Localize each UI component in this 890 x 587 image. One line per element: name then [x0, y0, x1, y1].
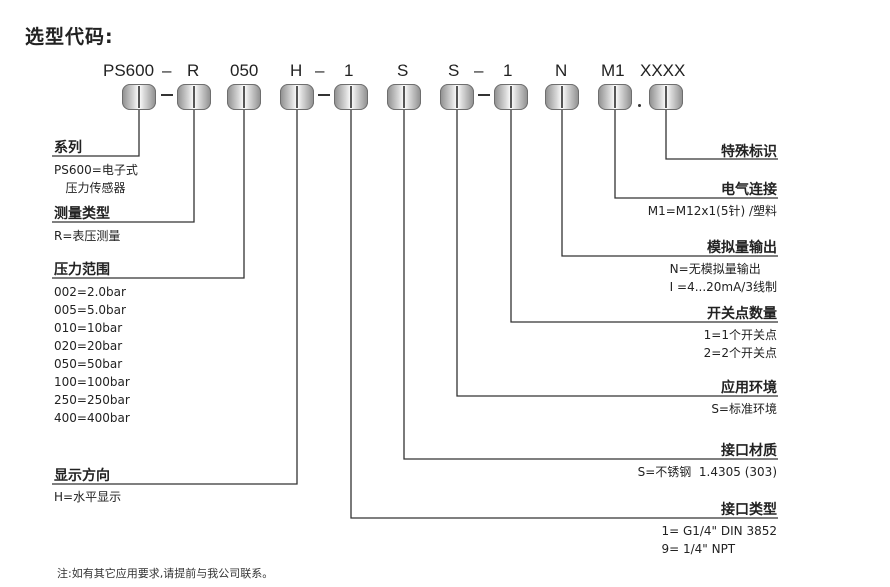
code-box-env: [440, 84, 474, 110]
code-box-elec: [598, 84, 632, 110]
code-mat: S: [448, 61, 460, 80]
pill-dash: [478, 94, 490, 96]
elec-heading: 电气连接: [721, 182, 777, 198]
line-elec: [614, 110, 778, 199]
code-r: R: [187, 61, 200, 80]
switch-values: 1=1个开关点 2=2个开关点: [703, 328, 777, 360]
code-elec: M1: [601, 61, 625, 80]
code-c1: 1: [344, 61, 354, 80]
line-special: [665, 110, 778, 160]
analog-values: N=无模拟量输出 I =4...20mA/3线制: [669, 262, 777, 294]
code-env: S: [397, 61, 409, 80]
env-heading: 应用环境: [721, 380, 777, 396]
measure-values: R=表压测量: [54, 229, 121, 243]
special-heading: 特殊标识: [721, 144, 777, 160]
pill-dash: [161, 94, 173, 96]
line-switch: [510, 110, 778, 323]
code-box-analog: [545, 84, 579, 110]
line-env: [456, 110, 778, 397]
switch-heading: 开关点数量: [707, 306, 777, 322]
elec-values: M1=M12x1(5针) /塑料: [647, 204, 777, 218]
display-heading: 显示方向: [54, 468, 110, 484]
pill-dot: [638, 104, 641, 107]
conn-values: 1= G1/4" DIN 3852 9= 1/4" NPT: [661, 524, 777, 556]
line-analog: [561, 110, 778, 257]
pill-dash: [318, 94, 330, 96]
line-range: [52, 110, 245, 279]
material-heading: 接口材质: [721, 443, 777, 459]
material-values: S=不锈钢 1.4305 (303): [637, 465, 777, 479]
code-display: H: [290, 61, 303, 80]
line-conn: [350, 110, 778, 519]
code-range: 050: [230, 61, 259, 80]
code-box-range: [227, 84, 261, 110]
conn-heading: 接口类型: [721, 502, 777, 518]
code-dash: –: [315, 61, 325, 80]
display-values: H=水平显示: [54, 490, 122, 504]
code-count: 1: [503, 61, 513, 80]
code-box-switch: [494, 84, 528, 110]
range-heading: 压力范围: [54, 262, 110, 278]
code-ps600: PS600: [103, 61, 155, 80]
code-special: XXXX: [640, 61, 686, 80]
env-values: S=标准环境: [711, 402, 777, 416]
code-analog: N: [555, 61, 568, 80]
measure-heading: 测量类型: [54, 206, 110, 222]
series-heading: 系列: [54, 140, 82, 156]
code-box-display: [280, 84, 314, 110]
code-box-special: [649, 84, 683, 110]
line-display: [52, 110, 298, 485]
line-measure: [52, 110, 195, 223]
code-box-measure: [177, 84, 211, 110]
analog-heading: 模拟量输出: [707, 240, 777, 256]
code-box-material: [387, 84, 421, 110]
range-values: 002=2.0bar 005=5.0bar 010=10bar 020=20ba…: [54, 285, 130, 425]
code-dash: –: [474, 61, 484, 80]
series-values: PS600=电子式 压力传感器: [54, 163, 138, 195]
page-title: 选型代码:: [25, 26, 114, 48]
line-series: [52, 110, 140, 157]
code-box-conn: [334, 84, 368, 110]
line-material: [403, 110, 778, 460]
code-dash: –: [162, 61, 172, 80]
code-box-series: [122, 84, 156, 110]
footnote: 注:如有其它应用要求,请提前与我公司联系。: [57, 567, 274, 580]
